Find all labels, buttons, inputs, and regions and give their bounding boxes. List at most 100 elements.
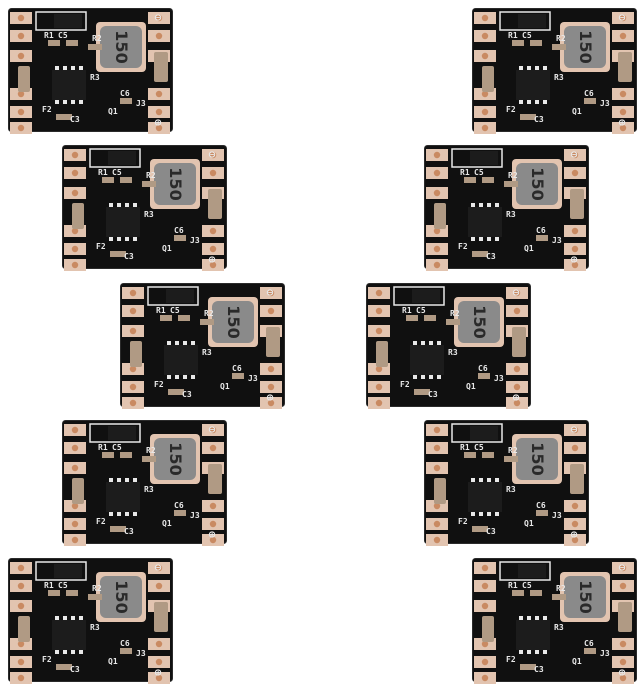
label-j3: J3 [190,511,200,520]
ic-pin [495,478,499,482]
label-r1: R1 [98,443,108,452]
pad-hole [17,564,25,572]
ic-pin [479,237,483,241]
pcb-substrate [472,558,637,682]
pad-hole [17,582,25,590]
pad-hole [209,169,217,177]
pad-hole [433,536,441,544]
pad-hole [209,444,217,452]
pad-hole [481,14,489,22]
ic-pin [495,512,499,516]
pad-hole [129,327,137,335]
label-c5: C5 [170,306,180,315]
regulator-chip [54,14,82,28]
ic-pin [535,650,539,654]
smd-c3 [520,664,536,670]
ic-pin [471,203,475,207]
label-f2: F2 [154,380,164,389]
ic-pin [413,375,417,379]
pad-hole [619,582,627,590]
pad-hole [619,14,627,22]
pad-hole [433,169,441,177]
inductor-code: 150 [576,30,595,63]
ic-pin [71,616,75,620]
minus-symbol: ⊖ [619,561,626,574]
pcb-substrate [366,283,531,407]
label-c6: C6 [174,501,184,510]
pad-hole [481,124,489,132]
ic-pin [479,478,483,482]
pad-hole [17,90,25,98]
pad-hole [209,426,217,434]
ic-pin [79,616,83,620]
smd-c3 [110,526,126,532]
ic-pin-group [55,616,83,654]
label-c3: C3 [124,252,134,261]
smd-c6 [174,510,186,516]
ic-pin [535,66,539,70]
pad-hole [17,124,25,132]
plus-symbol: ⊕ [571,253,578,266]
smd-c5 [424,315,436,321]
label-r3: R3 [144,210,154,219]
label-j3: J3 [600,99,610,108]
minus-symbol: ⊖ [513,286,520,299]
smd-r1 [464,177,476,183]
minus-symbol: ⊖ [619,11,626,24]
label-q1: Q1 [108,657,118,666]
edge-pad-group [426,149,586,271]
pad-hole [267,365,275,373]
label-c5: C5 [112,443,122,452]
label-c5: C5 [58,31,68,40]
pad-hole [71,227,79,235]
ic-pin [133,203,137,207]
pad-hole [71,502,79,510]
pad-hole [571,151,579,159]
pcb-substrate [8,558,173,682]
plus-symbol: ⊕ [513,391,520,404]
pad-hole [155,582,163,590]
pad-hole [17,674,25,682]
label-c5: C5 [112,168,122,177]
pad-hole [619,674,627,682]
pad-hole [71,520,79,528]
ic-pin [125,478,129,482]
ic-pin [471,478,475,482]
pad-hole [71,151,79,159]
smd-r2 [552,44,566,50]
label-r1: R1 [44,31,54,40]
side-capacitor-right [208,464,222,494]
regulator-chip [54,564,82,578]
smd-r1 [102,177,114,183]
label-f2: F2 [506,655,516,664]
regulator-chip [470,426,498,440]
label-r3: R3 [90,623,100,632]
pcb-board-svg: 150 R1 C5 R2 R3 C6 J3 Q1 F2 C3 ⊖ ⊕ [62,420,227,546]
pad-hole [481,564,489,572]
regulator-chip [166,289,194,303]
smd-r2 [552,594,566,600]
pad-hole [71,426,79,434]
ic-pin [495,203,499,207]
pcb-module-9: 150 R1 C5 R2 R3 C6 J3 Q1 F2 C3 ⊖ ⊕ [8,558,173,684]
label-q1: Q1 [524,244,534,253]
smd-r1 [48,590,60,596]
pad-hole [513,307,521,315]
minus-symbol: ⊖ [155,11,162,24]
pad-hole [209,151,217,159]
pad-hole [71,245,79,253]
pad-hole [375,327,383,335]
smd-c3 [520,114,536,120]
smd-r2 [142,181,156,187]
pcb-substrate [120,283,285,407]
pad-hole [17,14,25,22]
minus-symbol: ⊖ [209,423,216,436]
main-ic [52,70,86,100]
plus-symbol: ⊕ [619,666,626,679]
pad-hole [433,245,441,253]
ic-pin [125,203,129,207]
side-capacitor-left [18,616,30,642]
pcb-board-svg: 150 R1 C5 R2 R3 C6 J3 Q1 F2 C3 ⊖ ⊕ [120,283,285,409]
pad-hole [209,536,217,544]
pad-hole [433,444,441,452]
